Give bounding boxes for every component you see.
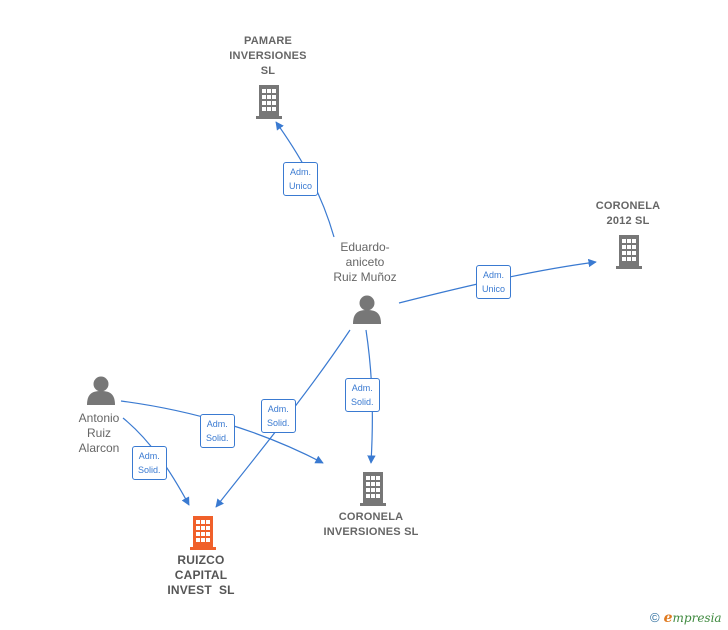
label-line: Alarcon <box>78 441 120 455</box>
node-label-coronela-inversiones[interactable]: CORONELA INVERSIONES SL <box>306 510 436 540</box>
building-icon[interactable] <box>256 85 282 119</box>
building-icon[interactable] <box>190 516 216 550</box>
node-label-coronela-2012[interactable]: CORONELA 2012 SL <box>563 199 693 229</box>
edge-label-line: Adm. <box>483 270 505 280</box>
node-label-eduardo[interactable]: Eduardo- aniceto Ruiz Muñoz <box>300 240 430 285</box>
brand-name: mpresia <box>672 611 722 625</box>
empresia-watermark: ©empresia <box>650 610 722 626</box>
label-line: INVERSIONES <box>229 50 307 62</box>
node-label-pamare[interactable]: PAMARE INVERSIONES SL <box>203 34 333 79</box>
edge-label-line: Adm. <box>290 167 312 177</box>
copyright-symbol: © <box>650 610 660 625</box>
building-icon[interactable] <box>616 235 642 269</box>
label-line: aniceto <box>345 255 385 269</box>
label-line: PAMARE <box>243 35 293 47</box>
node-label-ruizco[interactable]: RUIZCO CAPITAL INVEST SL <box>136 553 266 598</box>
brand-logo: empresia <box>663 610 722 626</box>
edge-label-eduardo-coronelainv: Adm. Solid. <box>345 378 380 412</box>
label-line: CAPITAL <box>174 568 228 582</box>
edge-label-line: Solid. <box>206 433 229 443</box>
label-line: SL <box>260 65 276 77</box>
node-label-antonio[interactable]: Antonio Ruiz Alarcon <box>34 411 164 456</box>
label-line: CORONELA <box>338 511 404 523</box>
label-line: RUIZCO <box>177 553 225 567</box>
label-line: Ruiz <box>86 426 111 440</box>
edge-label-line: Adm. <box>206 419 228 429</box>
label-line: INVEST SL <box>167 583 235 597</box>
label-line: 2012 SL <box>606 215 650 227</box>
edge-label-line: Adm. <box>138 451 160 461</box>
person-icon[interactable] <box>353 295 381 325</box>
edge-label-antonio-coronelainv: Adm. Solid. <box>200 414 235 448</box>
label-line: Ruiz Muñoz <box>333 270 397 284</box>
brand-initial: e <box>663 610 673 626</box>
edge-label-line: Unico <box>289 181 313 191</box>
edge-label-line: Solid. <box>138 465 161 475</box>
edge-label-eduardo-coronela2012: Adm. Unico <box>476 265 512 299</box>
building-icon[interactable] <box>360 472 386 506</box>
person-icon[interactable] <box>87 376 115 406</box>
edge-label-line: Adm. <box>351 383 373 393</box>
edge-label-eduardo-ruizco: Adm. Solid. <box>261 399 296 433</box>
edge-label-line: Adm. <box>267 404 289 414</box>
edge-label-line: Solid. <box>351 397 374 407</box>
label-line: CORONELA <box>595 200 661 212</box>
edge-label-eduardo-pamare: Adm. Unico <box>283 162 319 196</box>
edge-label-line: Unico <box>482 284 506 294</box>
label-line: Antonio <box>78 411 120 425</box>
label-line: Eduardo- <box>340 240 390 254</box>
edge-label-antonio-ruizco: Adm. Solid. <box>132 446 167 480</box>
edge-label-line: Solid. <box>267 418 290 428</box>
label-line: INVERSIONES SL <box>323 526 419 538</box>
